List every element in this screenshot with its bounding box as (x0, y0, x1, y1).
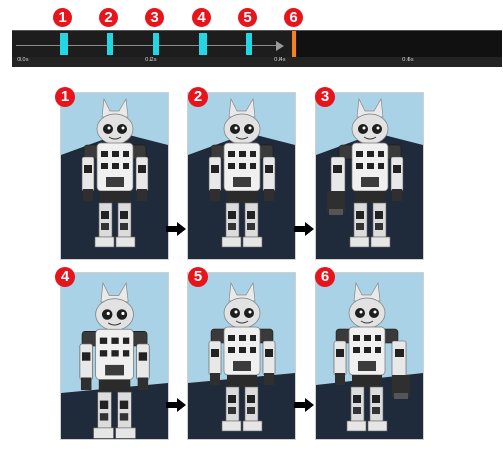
timeline-progress-line (16, 45, 278, 46)
ruler-tick (20, 57, 21, 61)
humanoid-robot-icon (316, 273, 423, 439)
humanoid-robot-icon (188, 273, 295, 439)
frame-badge-3: 3 (315, 87, 335, 107)
humanoid-robot-icon (61, 273, 168, 439)
keyframe-3[interactable] (153, 33, 159, 55)
keyframe-1[interactable] (60, 33, 68, 55)
ruler-tick (279, 57, 280, 61)
arrow-right-icon (166, 398, 186, 412)
timeline-arrow-icon (276, 41, 284, 51)
ruler-tick (150, 57, 151, 61)
timeline-marker-2: 2 (99, 8, 118, 27)
arrow-right-icon (166, 222, 186, 236)
frame-1 (60, 92, 169, 260)
arrow-right-icon (294, 222, 314, 236)
timeline-marker-5: 5 (238, 8, 257, 27)
humanoid-robot-icon (316, 93, 423, 259)
frame-badge-5: 5 (188, 267, 208, 287)
keyframe-4[interactable] (199, 33, 207, 55)
humanoid-robot-icon (188, 93, 295, 259)
timeline-marker-4: 4 (192, 8, 211, 27)
frame-2 (187, 92, 296, 260)
frame-badge-1: 1 (55, 87, 75, 107)
tick-label-1: 0.2s (145, 57, 157, 63)
frame-4 (60, 272, 169, 440)
keyframe-6-end-marker[interactable] (292, 31, 296, 67)
frame-6 (315, 272, 424, 440)
ruler-tick (408, 57, 409, 61)
humanoid-robot-icon (61, 93, 168, 259)
timeline-marker-6: 6 (284, 8, 303, 27)
timeline-empty-region (297, 31, 502, 57)
frame-badge-4: 4 (55, 267, 75, 287)
tick-label-3: 0.6s (402, 57, 414, 63)
timeline-marker-3: 3 (145, 8, 164, 27)
arrow-right-icon (294, 398, 314, 412)
frame-3 (315, 92, 424, 260)
animation-timeline[interactable]: 0.0s 0.2s 0.4s 0.6s (12, 30, 502, 67)
frame-badge-2: 2 (188, 87, 208, 107)
tick-label-0: 0.0s (17, 57, 29, 63)
keyframe-2[interactable] (107, 33, 113, 55)
timeline-ruler (12, 57, 502, 67)
frame-badge-6: 6 (315, 267, 335, 287)
keyframe-5[interactable] (246, 33, 252, 55)
timeline-marker-1: 1 (53, 8, 72, 27)
frame-5 (187, 272, 296, 440)
tick-label-2: 0.4s (274, 57, 286, 63)
